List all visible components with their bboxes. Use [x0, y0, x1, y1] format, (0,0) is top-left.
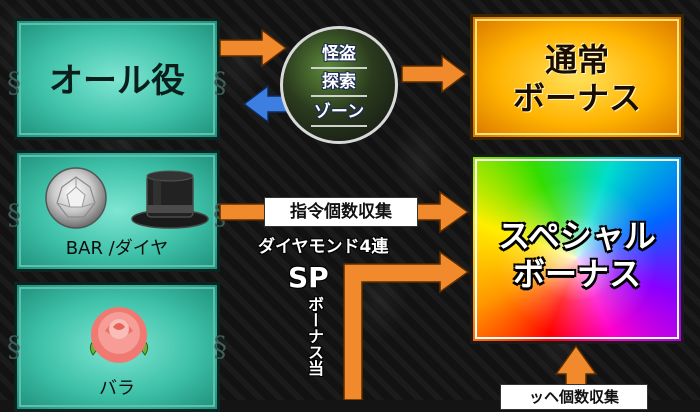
sp-label: SP	[288, 261, 329, 294]
special-bonus-line-1: スペシャル	[498, 217, 656, 255]
rose-icon	[89, 307, 149, 363]
ornament-icon: §	[7, 66, 21, 99]
phantom-zone-line-1: 怪盗	[322, 44, 356, 64]
panel-title-rose: バラ	[99, 378, 135, 399]
arrow-rose-to-special-bonus	[343, 250, 470, 400]
arrow-to-regular-bonus	[401, 54, 468, 94]
panel-rose: § § バラ	[7, 282, 227, 412]
phantom-zone-line-2: 探索	[322, 72, 356, 92]
ornament-icon: §	[7, 198, 21, 231]
divider	[311, 95, 367, 97]
special-bonus-line-2: ボーナス	[512, 255, 641, 293]
special-bonus-panel: スペシャル ボーナス	[470, 154, 684, 344]
sp-bonus-vertical-label: ボーナス当	[305, 296, 324, 376]
regular-bonus-panel: 通常 ボーナス	[470, 14, 684, 140]
diamond-four-label: ダイヤモンド4連	[258, 237, 389, 257]
phantom-zone-circle: 怪盗 探索 ゾーン	[280, 26, 398, 144]
phantom-zone-line-3: ゾーン	[313, 102, 365, 122]
bottom-collect-tag: ッヘ個数収集	[500, 384, 648, 410]
arrow-to-phantom-zone	[219, 28, 288, 68]
regular-bonus-line-2: ボーナス	[512, 79, 641, 117]
order-collect-tag: 指令個数収集	[264, 197, 418, 227]
diamond-icon	[45, 167, 107, 229]
ornament-icon: §	[7, 330, 21, 363]
divider	[311, 67, 367, 69]
panel-all-roles: § § オール役	[7, 18, 227, 140]
top-hat-icon	[131, 170, 209, 229]
divider	[311, 125, 367, 127]
ornament-icon: §	[213, 66, 227, 99]
panel-bar-diamond: § § BAR /ダイヤ	[7, 150, 227, 272]
panel-title-bar-diamond: BAR /ダイヤ	[65, 238, 169, 259]
panel-title-all-roles: オール役	[49, 61, 185, 101]
regular-bonus-line-1: 通常	[544, 41, 609, 79]
ornament-icon: §	[213, 330, 227, 363]
